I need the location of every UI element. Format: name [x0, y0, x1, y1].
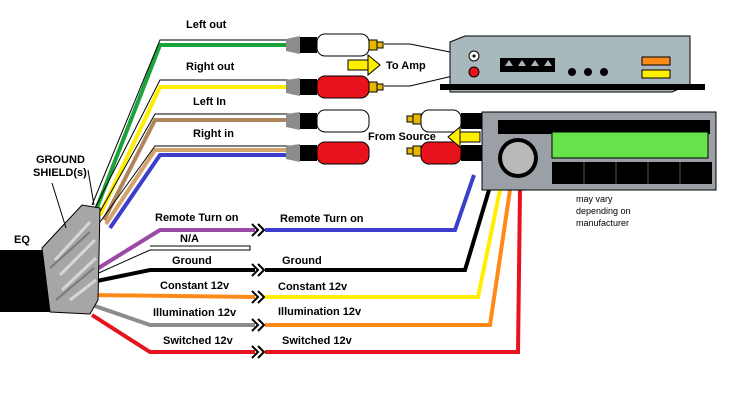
wire-left-in: [102, 118, 300, 221]
label-switched-left: Switched 12v: [163, 335, 234, 347]
to-amp-arrow: [347, 53, 381, 77]
label-constant-left: Constant 12v: [160, 280, 230, 292]
rca-right-out: [286, 75, 384, 99]
shield-lead: [99, 145, 300, 223]
label-from-source: From Source: [368, 131, 436, 143]
wire-left-out: [94, 43, 300, 211]
label-illumination-left: Illumination 12v: [153, 307, 237, 319]
rca-right-in: [286, 141, 370, 165]
label-right-in: Right in: [193, 128, 234, 140]
label-ground-shields-2: SHIELD(s): [33, 167, 87, 179]
rca-left-in: [286, 109, 370, 133]
label-switched-right: Switched 12v: [282, 335, 353, 347]
label-to-amp: To Amp: [386, 60, 426, 72]
wire-na: [91, 245, 251, 277]
label-ground-left: Ground: [172, 255, 212, 267]
wire-remote-turn-on-headunit: [265, 174, 476, 232]
ground-shield-pointer: [51, 182, 67, 229]
rca-source-red: [406, 141, 483, 165]
label-eq: EQ: [14, 234, 30, 246]
amplifier-icon: [440, 35, 705, 93]
rca-source-white: [406, 109, 483, 133]
wire-switched-headunit: [265, 189, 522, 354]
note-may-vary-1: may vary: [576, 194, 613, 204]
shield-lead: [93, 79, 300, 211]
wire-right-out: [98, 85, 300, 216]
wire-right-in: [108, 153, 300, 230]
label-remote-left: Remote Turn on: [155, 212, 239, 224]
label-right-out: Right out: [186, 61, 235, 73]
rca-left-out: [286, 33, 384, 57]
shield-lead: [91, 39, 300, 206]
head-unit-icon: [481, 111, 717, 191]
wire-ground-headunit: [265, 189, 491, 272]
label-ground-shields-1: GROUND: [36, 154, 85, 166]
shield-lead: [97, 113, 300, 216]
label-constant-right: Constant 12v: [278, 281, 348, 293]
label-illumination-right: Illumination 12v: [278, 306, 362, 318]
wire-switched: [90, 313, 255, 354]
wire-illumination-headunit: [265, 189, 512, 327]
wire-illumination: [91, 303, 255, 327]
note-may-vary-2: depending on: [576, 206, 631, 216]
label-na: N/A: [180, 233, 199, 245]
note-may-vary-3: manufacturer: [576, 218, 629, 228]
from-source-arrow: [447, 125, 481, 149]
label-ground-right: Ground: [282, 255, 322, 267]
wire-ground: [91, 268, 255, 284]
wire-remote-turn-on: [90, 228, 255, 274]
wire-right-in-tan: [104, 148, 300, 226]
wire-constant-headunit: [265, 189, 502, 299]
label-remote-right: Remote Turn on: [280, 213, 364, 225]
wire-constant: [91, 293, 256, 299]
ground-shield-pointer: [87, 169, 95, 206]
label-left-out: Left out: [186, 19, 227, 31]
label-left-in: Left In: [193, 96, 226, 108]
eq-cable-bundle-icon: [0, 204, 101, 315]
connector-chevrons: [251, 223, 266, 359]
